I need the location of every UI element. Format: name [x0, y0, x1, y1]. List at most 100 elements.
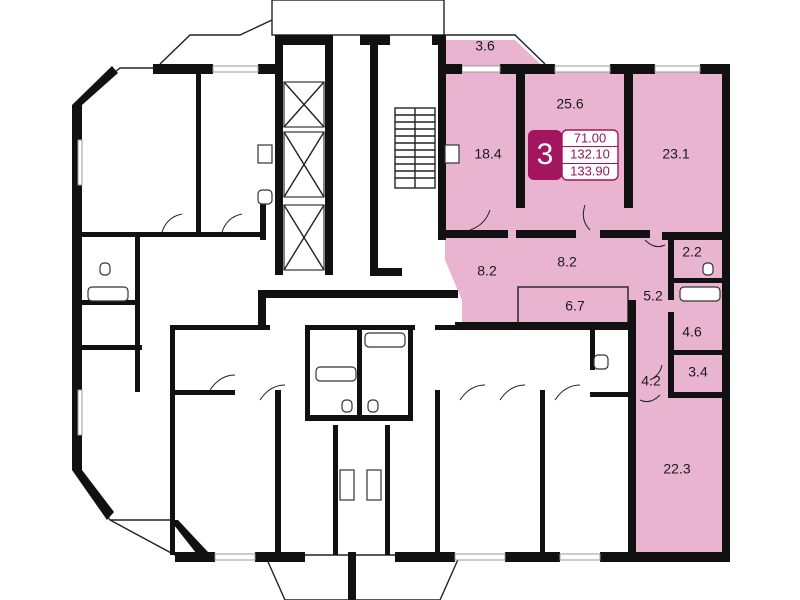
apt-wall-bed1-bottom	[516, 230, 576, 238]
wall-i	[175, 390, 235, 395]
stove-center-2	[366, 469, 382, 501]
core-wall-left	[275, 35, 283, 275]
wall-m	[408, 325, 413, 415]
wall-l	[357, 325, 362, 415]
top-wall-a	[153, 64, 213, 74]
window-left-2	[77, 389, 83, 436]
core-wall-h2	[258, 290, 458, 298]
room-area-living: 22.3	[663, 461, 690, 477]
fixtures	[87, 144, 721, 501]
wall-g	[170, 325, 175, 555]
room-area-kitchen: 18.4	[474, 146, 501, 162]
window-bottom-3	[559, 553, 601, 561]
toilet-center-1	[341, 399, 353, 413]
apt-wall-storage-bottom	[668, 392, 724, 398]
sink-left	[257, 189, 273, 205]
top-notch	[271, 0, 445, 36]
bathtub-left	[87, 286, 129, 302]
toilet-apartment	[702, 262, 714, 276]
wall-p	[385, 425, 390, 555]
window-bottom-2	[454, 553, 506, 561]
bathtub-apartment	[679, 286, 721, 302]
core-wall-mid	[325, 35, 333, 275]
window-top-3	[654, 65, 701, 73]
apt-wall-living-left	[628, 300, 636, 555]
staircase	[394, 107, 436, 189]
apartment-areas-box	[561, 129, 619, 181]
bottom-post	[348, 552, 356, 600]
room-area-closet: 6.7	[565, 298, 585, 314]
doors	[161, 204, 666, 403]
apartment-area-living: 71.00	[574, 130, 607, 145]
wall-t	[590, 330, 595, 370]
core-wall-top-left	[275, 35, 330, 45]
apartment-area-with-balcony: 133.90	[570, 163, 610, 178]
room-labels: 3.6 25.6 18.4 23.1 8.2 8.2 6.7 2.2 5.2 4…	[474, 38, 708, 477]
apt-wall-kitchen-bedroom	[516, 68, 525, 208]
wall-o	[333, 425, 338, 555]
toilet-left	[99, 262, 111, 276]
wall-h	[275, 390, 281, 555]
left-bay-wall-lower	[72, 470, 114, 520]
top-wall-b	[258, 64, 278, 74]
right-wall	[722, 64, 730, 559]
stove-apartment	[444, 144, 460, 164]
wall-a	[196, 74, 201, 234]
room-area-dressing: 4.6	[682, 324, 702, 340]
wall-r	[540, 390, 545, 555]
apartment-badge: 3 71.00 132.10 133.90	[528, 129, 619, 181]
window-bottom-1	[214, 553, 256, 561]
apartment-number: 3	[537, 138, 554, 171]
wall-f	[170, 325, 270, 330]
window-top-1	[212, 65, 259, 73]
bottom-wall-e	[600, 552, 730, 562]
left-wall	[72, 105, 82, 470]
top-wall-e	[700, 64, 726, 74]
apt-wall-bath-bottom	[668, 350, 724, 355]
apartment-number-box	[528, 130, 562, 180]
apt-wall-kitchen-bottom	[438, 230, 508, 238]
bay-wall-bottom	[170, 520, 208, 558]
core-wall-stair-right	[438, 35, 446, 240]
apt-wall-top-left	[438, 64, 462, 74]
toilet-center-2	[367, 399, 379, 413]
room-area-loggia: 3.6	[475, 38, 495, 54]
bottom-wall-d	[505, 552, 560, 562]
wall-n	[305, 415, 413, 421]
top-left-outline	[159, 19, 273, 65]
room-area-bedroom-top: 25.6	[556, 96, 583, 112]
apt-wall-bedroom-bedroom	[624, 68, 633, 208]
window-loggia	[461, 65, 501, 73]
wall-d	[135, 232, 140, 392]
apartment-highlight	[445, 40, 722, 555]
room-area-bathroom: 5.2	[643, 288, 663, 304]
room-area-hall-left: 8.2	[477, 263, 497, 279]
room-area-wc: 2.2	[682, 244, 702, 260]
sink-right	[593, 354, 609, 370]
room-area-storage: 3.4	[688, 364, 708, 380]
stove-left	[257, 144, 273, 164]
window-left-1	[77, 139, 83, 186]
room-area-bedroom-right: 23.1	[662, 146, 689, 162]
wall-b	[82, 232, 260, 237]
wall-q	[435, 390, 440, 555]
bottom-wall-c	[395, 552, 455, 562]
core-wall-h1	[370, 268, 402, 276]
apartment-area-total: 132.10	[570, 146, 610, 161]
wall-s	[435, 325, 595, 330]
other-walls	[82, 74, 630, 555]
core-wall-stair-left	[370, 35, 378, 275]
wall-v	[82, 300, 137, 305]
room-area-hall-center: 8.2	[557, 254, 577, 270]
building-core	[258, 35, 458, 330]
apt-wall-wc-left	[668, 240, 674, 300]
core-wall-v3	[258, 290, 266, 330]
stove-center-1	[339, 469, 355, 501]
bathtub-center-2	[364, 332, 406, 348]
bottom-wall-a	[175, 552, 215, 562]
bathtub-center-1	[315, 366, 357, 382]
wall-k	[305, 325, 310, 415]
bottom-wall-b	[255, 552, 305, 562]
window-top-2	[554, 65, 611, 73]
